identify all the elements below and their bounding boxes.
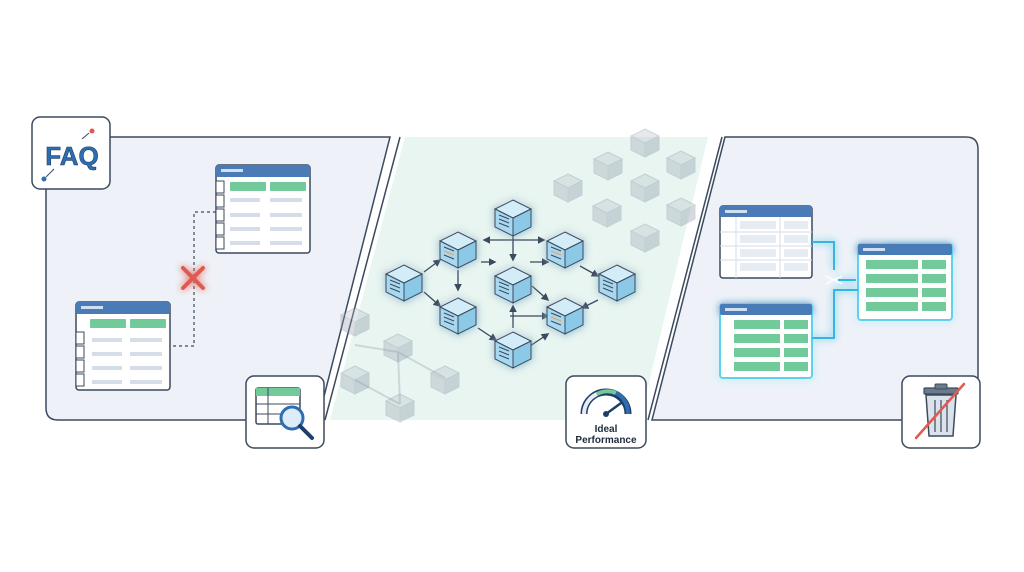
faded-cube — [429, 365, 461, 395]
faded-cube — [592, 151, 624, 181]
faded-cube — [591, 198, 623, 228]
faded-cube — [629, 173, 661, 203]
node-cube — [493, 331, 533, 369]
table-search-badge[interactable] — [245, 375, 325, 449]
trash-badge[interactable] — [901, 375, 981, 449]
table-green-right — [857, 243, 953, 321]
gauge-label-line1: Ideal — [595, 424, 618, 435]
glowing-cubes — [384, 199, 637, 369]
faded-cube — [629, 223, 661, 253]
table-empty — [719, 205, 813, 279]
faded-cube — [552, 173, 584, 203]
table-top-right — [215, 164, 311, 254]
node-cube — [493, 199, 533, 237]
gauge-icon — [580, 388, 632, 417]
faq-icon: FAQ — [41, 128, 99, 182]
node-cube — [384, 264, 424, 302]
node-cube — [438, 231, 478, 269]
table-search-icon — [255, 387, 314, 440]
middle-divider-left — [324, 136, 401, 421]
table-links — [812, 241, 858, 339]
faded-cube — [665, 150, 697, 180]
node-cube — [438, 297, 478, 335]
table-bottom-left — [75, 301, 171, 391]
middle-divider-right — [647, 136, 723, 421]
node-cube — [545, 231, 585, 269]
red-x-icon — [181, 266, 205, 290]
faq-label: FAQ — [45, 141, 98, 171]
table-green-bottom — [719, 303, 813, 379]
node-cube — [597, 264, 637, 302]
faded-cube — [339, 365, 371, 395]
trash-icon — [914, 382, 966, 440]
gauge-label-line2: Performance — [575, 435, 637, 446]
gauge-badge[interactable]: Ideal Performance — [565, 375, 647, 449]
faded-links — [354, 344, 446, 405]
cube-arrows — [423, 234, 600, 347]
faq-badge[interactable]: FAQ — [31, 116, 111, 190]
node-cube — [545, 297, 585, 335]
faded-cube — [382, 333, 414, 363]
node-cube — [493, 266, 533, 304]
faded-cube — [384, 393, 416, 423]
faded-cube — [339, 307, 371, 337]
faded-cube — [665, 197, 697, 227]
faded-cubes — [339, 128, 697, 423]
faded-cube — [629, 128, 661, 158]
link-spark-icon — [825, 275, 843, 285]
